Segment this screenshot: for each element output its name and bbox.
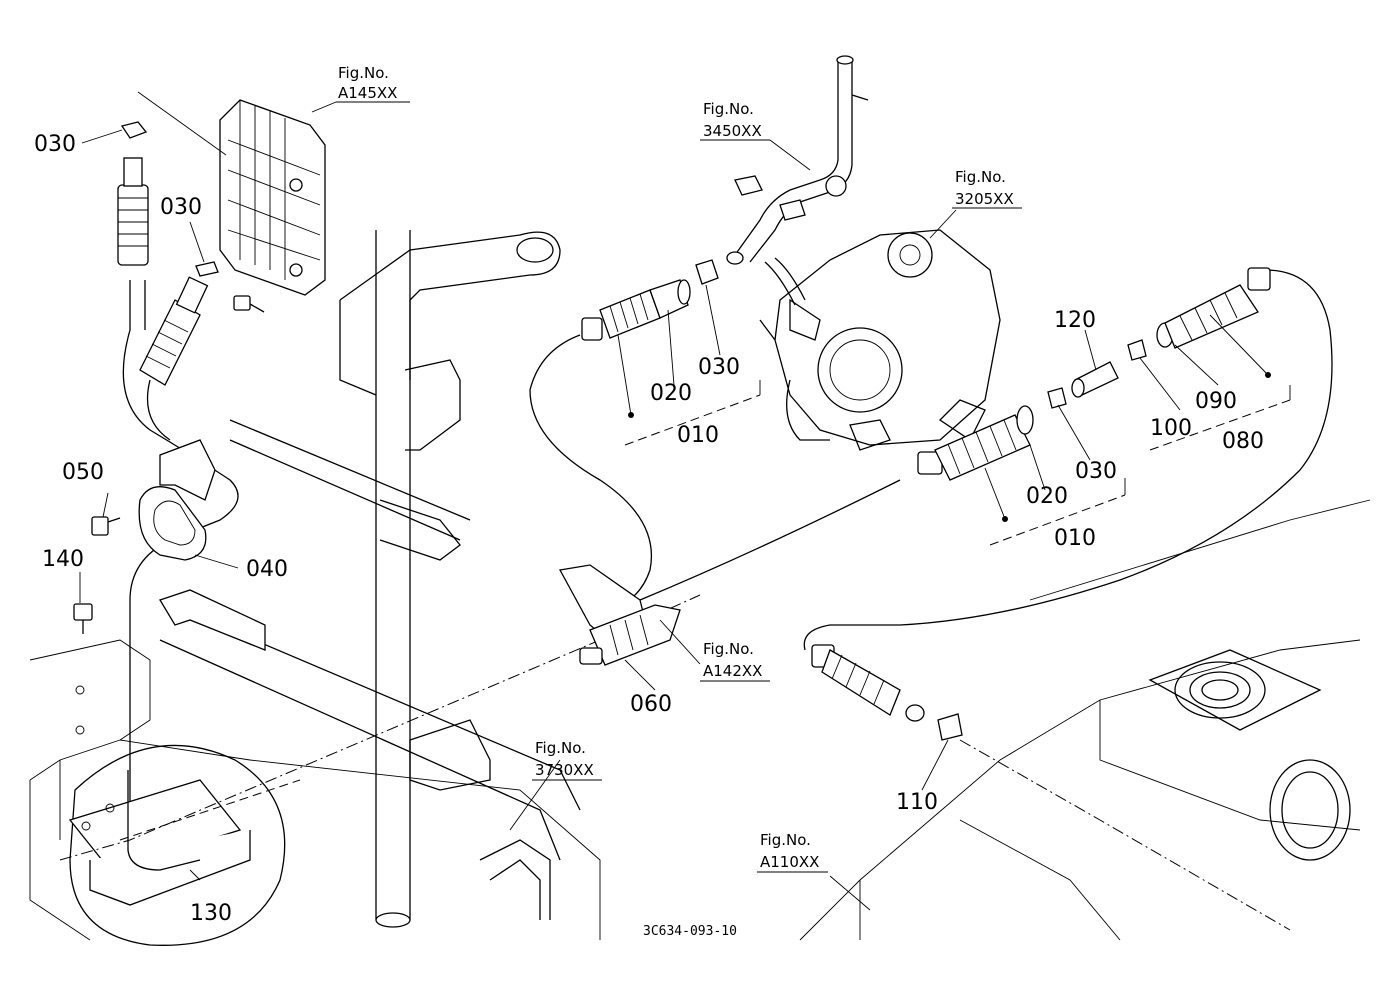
fig-ref-code: 3450XX (703, 122, 762, 140)
oil-cooler (219, 99, 326, 296)
part-label-140: 140 (42, 547, 84, 572)
part-label-030: 030 (1075, 459, 1117, 484)
fig-ref-code: A110XX (760, 853, 819, 871)
hose-routes (59, 269, 1333, 931)
bolt-050 (91, 516, 121, 536)
injection-pump (759, 229, 1001, 451)
joint-120 (1071, 361, 1119, 398)
fig-ref-code: A145XX (338, 84, 397, 102)
hose-110 (811, 644, 963, 741)
part-label-110: 110 (896, 790, 938, 815)
clamp-030-mid (195, 261, 219, 277)
fig-ref-3205: Fig.No. 3205XX (952, 168, 1022, 209)
hose-assembly-010-lower (917, 387, 1067, 522)
fig-ref-a145: Fig.No. A145XX (336, 64, 410, 103)
part-label-010: 010 (677, 423, 719, 448)
fuel-pipe-3450 (734, 55, 869, 306)
bracket-plate-left (159, 589, 266, 651)
part-label-120: 120 (1054, 308, 1096, 333)
fig-ref-code: 3205XX (955, 190, 1014, 208)
hose-assembly-010-upper (581, 251, 744, 418)
part-label-050: 050 (62, 460, 104, 485)
fig-ref-3450: Fig.No. 3450XX (700, 100, 770, 141)
clip-060 (558, 564, 681, 666)
part-label-090: 090 (1195, 389, 1237, 414)
fig-ref-title: Fig.No. (703, 640, 754, 658)
clamp-030-top (120, 121, 148, 139)
part-label-100: 100 (1150, 416, 1192, 441)
part-label-030: 030 (160, 195, 202, 220)
bolt-cooler (233, 295, 265, 313)
detail-circle-130 (68, 744, 286, 946)
hose-assembly-080 (1127, 267, 1271, 378)
part-label-020: 020 (1026, 484, 1068, 509)
fig-ref-code: 3730XX (535, 761, 594, 779)
fig-ref-title: Fig.No. (760, 831, 811, 849)
fig-ref-a142: Fig.No. A142XX (700, 640, 770, 682)
fig-ref-title: Fig.No. (338, 64, 389, 82)
clamp-040 (138, 486, 207, 561)
bracket-upper-left (159, 439, 216, 501)
fig-ref-code: A142XX (703, 662, 762, 680)
frame-structure (29, 230, 1371, 941)
fig-ref-title: Fig.No. (955, 168, 1006, 186)
part-label-130: 130 (190, 901, 232, 926)
bolt-140 (73, 603, 93, 634)
tank-filler-neck (1269, 759, 1351, 861)
fig-ref-a110: Fig.No. A110XX (757, 831, 828, 873)
fig-ref-title: Fig.No. (535, 739, 586, 757)
part-label-040: 040 (246, 557, 288, 582)
tank-sender-ring (1148, 649, 1322, 731)
part-label-020: 020 (650, 381, 692, 406)
part-label-080: 080 (1222, 429, 1264, 454)
part-label-030: 030 (698, 355, 740, 380)
part-label-060: 060 (630, 692, 672, 717)
drawing-code: 3C634-093-10 (643, 924, 737, 939)
leader-lines (79, 91, 1219, 911)
fig-ref-title: Fig.No. (703, 100, 754, 118)
hose-left (117, 157, 239, 860)
part-label-010: 010 (1054, 526, 1096, 551)
part-callouts: 030 030 020 030 010 050 040 140 060 120 … (34, 132, 1264, 926)
part-label-030: 030 (34, 132, 76, 157)
fig-ref-3730: Fig.No. 3730XX (532, 739, 602, 781)
